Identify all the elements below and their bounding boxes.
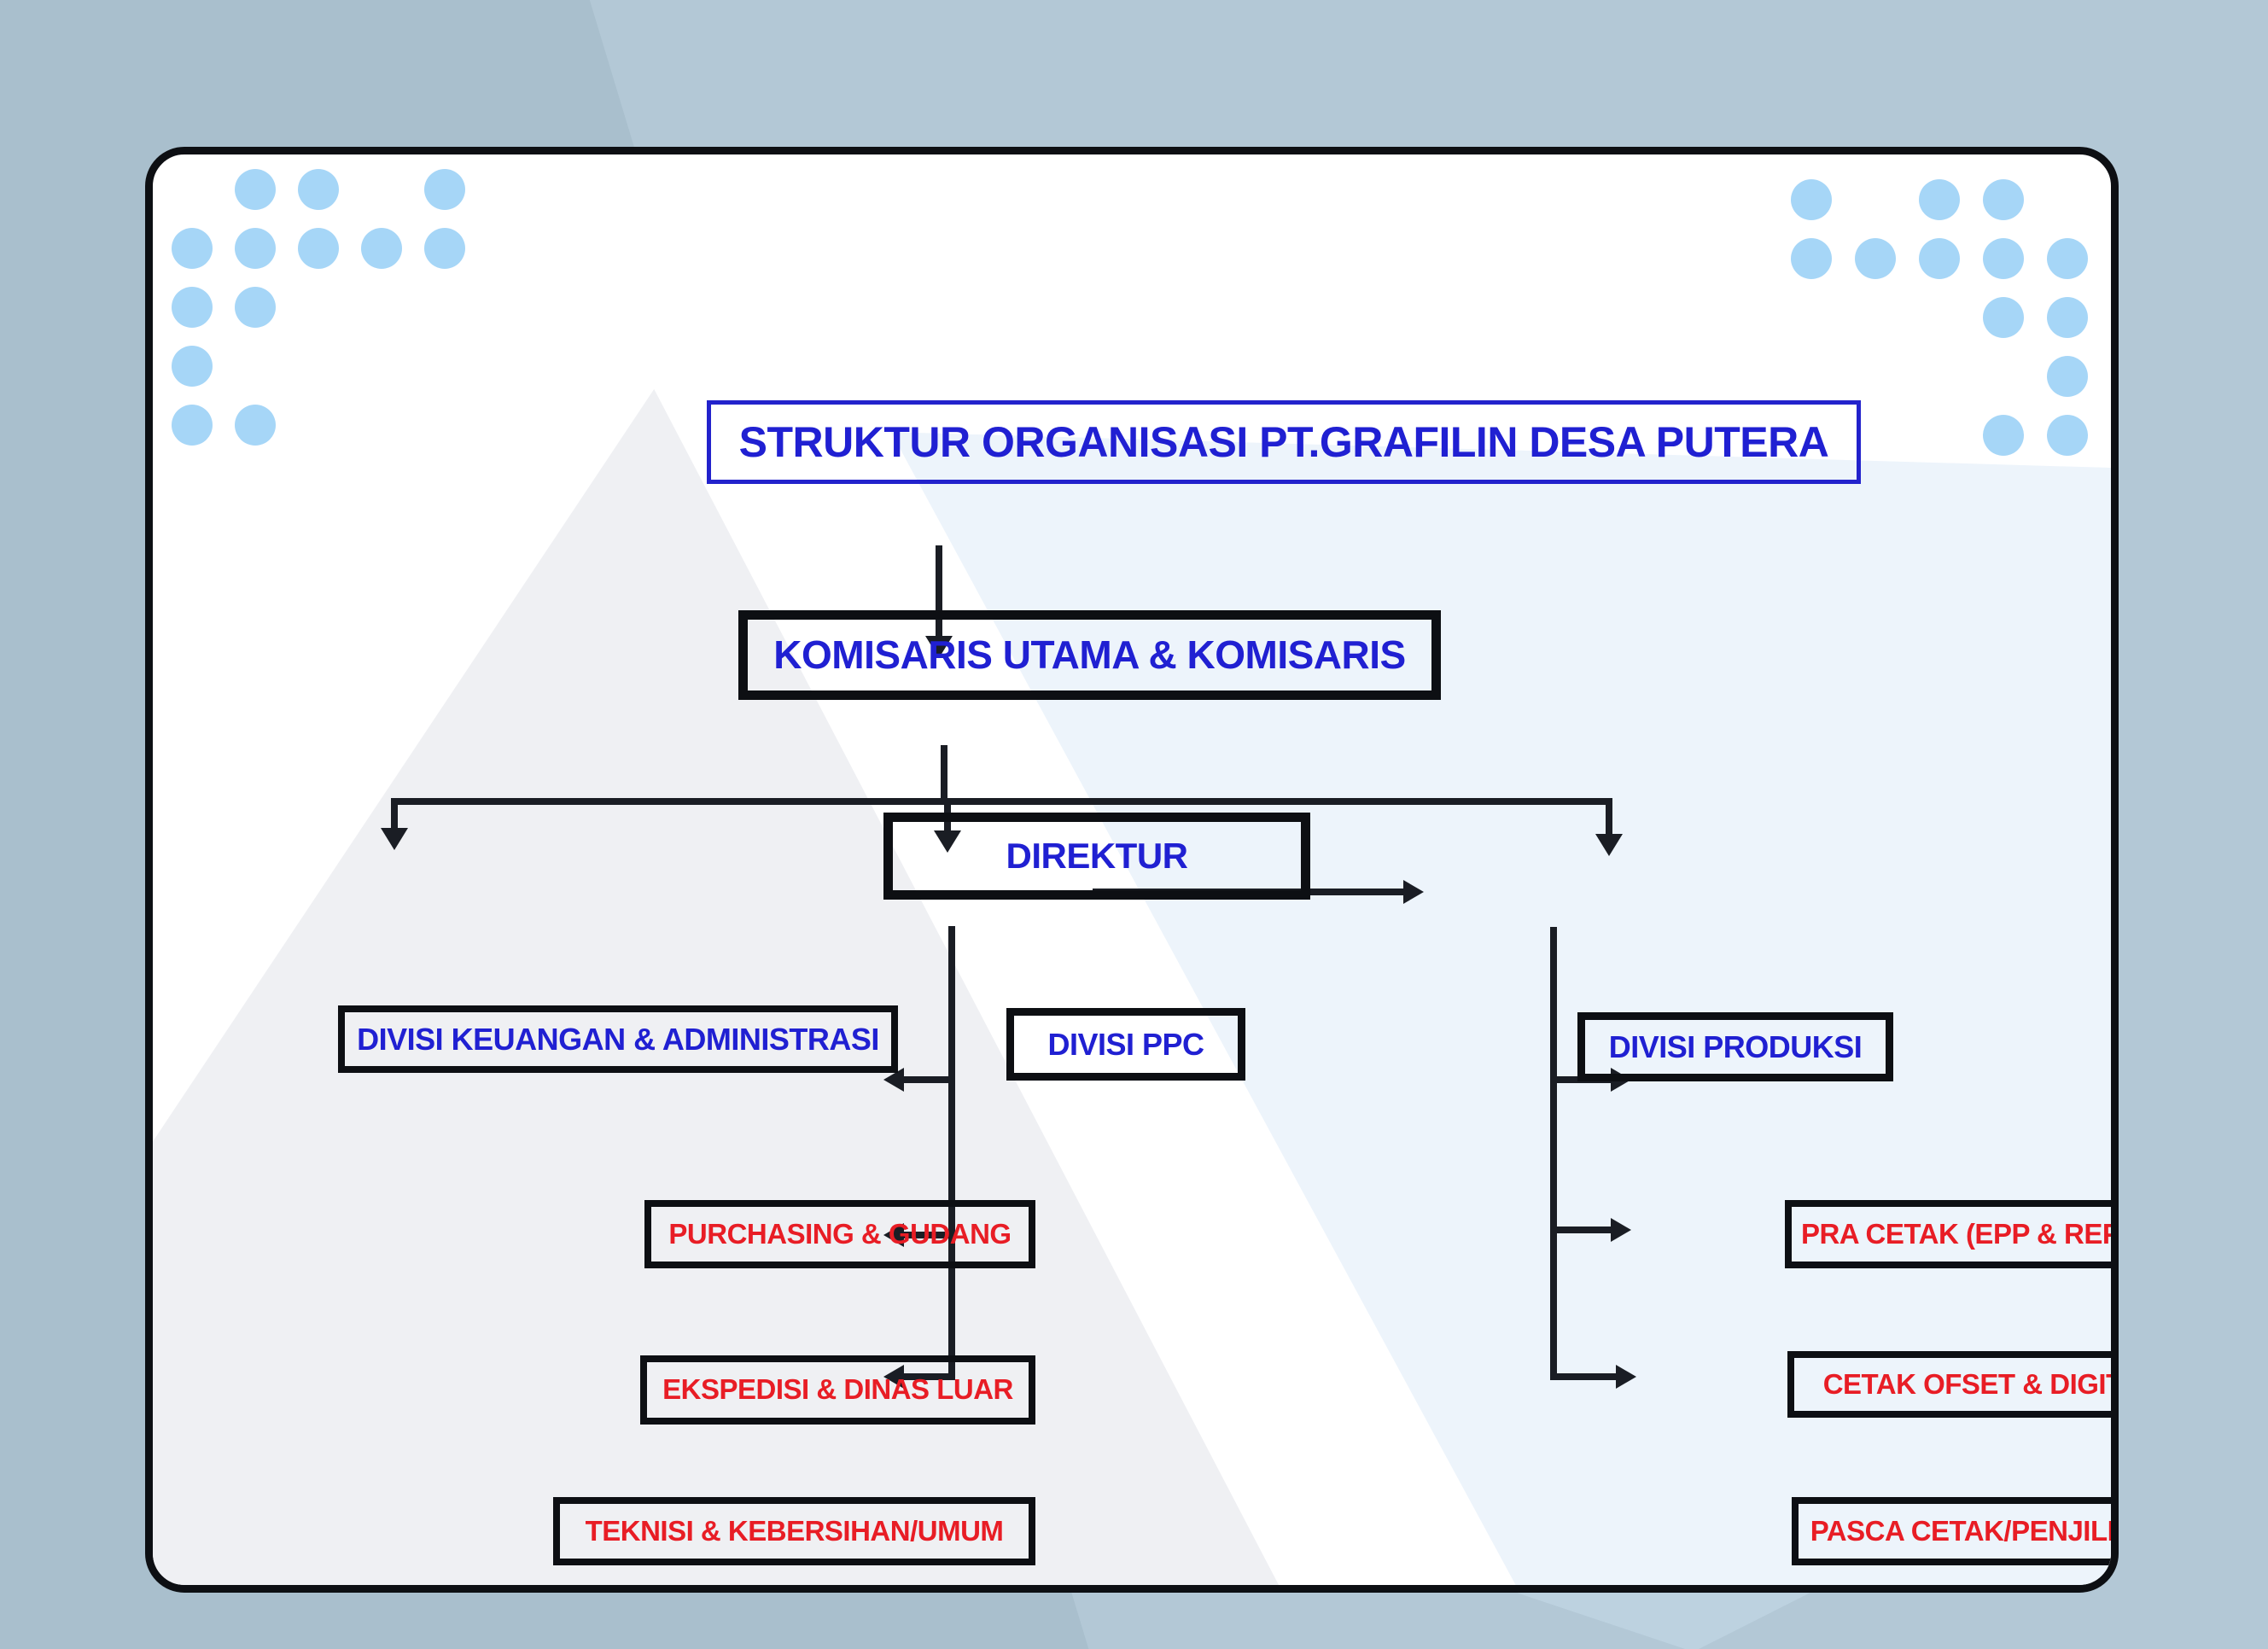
node-komisaris-utama: KOMISARIS UTAMA & KOMISARIS (738, 610, 1441, 700)
arrowhead-down-icon (381, 828, 408, 850)
node-label: DIVISI KEUANGAN & ADMINISTRASI (357, 1021, 879, 1057)
node-pra-cetak: PRA CETAK (EPP & REPRO/CTP (1785, 1200, 2111, 1268)
decorative-dot (1791, 179, 1832, 220)
node-label: KOMISARIS UTAMA & KOMISARIS (773, 632, 1406, 678)
decorative-dot (1919, 238, 1960, 279)
connector-elbow-purchasing (903, 1076, 952, 1083)
arrowhead-left-icon (883, 1223, 904, 1247)
connector-elbow-pasca-cetak (1554, 1373, 1618, 1380)
node-ekspedisi-dinas-luar: EKSPEDISI & DINAS LUAR (640, 1355, 1035, 1425)
node-label: PASCA CETAK/PENJILIDAN (1810, 1514, 2115, 1547)
decorative-dot (172, 405, 213, 446)
decorative-dot (2047, 238, 2088, 279)
decorative-dot (2047, 297, 2088, 338)
node-label: PURCHASING & GUDANG (668, 1217, 1012, 1250)
connector-komisaris-direktur (936, 545, 942, 638)
connector-direktur-stem (941, 745, 947, 805)
decorative-dot (172, 346, 213, 387)
node-divisi-produksi: DIVISI PRODUKSI (1577, 1012, 1893, 1081)
decorative-dot (424, 228, 465, 269)
decorative-dot (172, 287, 213, 328)
connector-elbow-cetak-ofset (1554, 1227, 1613, 1233)
page-title-text: STRUKTUR ORGANISASI PT.GRAFILIN DESA PUT… (738, 417, 1829, 466)
decorative-dot (1983, 238, 2024, 279)
node-divisi-keuangan: DIVISI KEUANGAN & ADMINISTRASI (338, 1005, 898, 1073)
node-purchasing-gudang: PURCHASING & GUDANG (644, 1200, 1035, 1268)
node-label: DIVISI PRODUKSI (1608, 1028, 1863, 1064)
arrowhead-down-icon (934, 830, 961, 853)
node-teknisi-kebersihan: TEKNISI & KEBERSIHAN/UMUM (553, 1497, 1035, 1565)
arrowhead-right-icon (1616, 1365, 1636, 1389)
decorative-dot (235, 405, 276, 446)
connector-ppc-trunk (948, 926, 955, 1380)
node-cetak-ofset-digital: CETAK OFSET & DIGITAL (1787, 1351, 2119, 1418)
arrowhead-right-icon (1611, 1218, 1631, 1242)
arrowhead-right-icon (1403, 880, 1424, 904)
node-label: TEKNISI & KEBERSIHAN/UMUM (585, 1514, 1004, 1547)
decorative-dot (1791, 238, 1832, 279)
node-label: DIVISI PPC (1047, 1026, 1204, 1062)
node-label: DIREKTUR (1006, 835, 1189, 876)
arrowhead-left-icon (883, 1365, 904, 1389)
decorative-dot (1855, 238, 1896, 279)
decorative-dots-top-right (1791, 179, 2088, 457)
decorative-dot (172, 228, 213, 269)
chart-card: STRUKTUR ORGANISASI PT.GRAFILIN DESA PUT… (145, 147, 2119, 1593)
arrowhead-down-icon (925, 636, 953, 658)
decorative-dot (235, 169, 276, 210)
decorative-dots-top-left (172, 169, 466, 446)
connector-elbow-teknisi (903, 1373, 952, 1380)
decorative-dot (2047, 415, 2088, 456)
node-direktur: DIREKTUR (883, 813, 1310, 900)
decorative-dot (1983, 179, 2024, 220)
decorative-dot (298, 169, 339, 210)
page-title: STRUKTUR ORGANISASI PT.GRAFILIN DESA PUT… (707, 400, 1861, 484)
decorative-dot (1919, 179, 1960, 220)
decorative-dot (424, 169, 465, 210)
node-label: CETAK OFSET & DIGITAL (1822, 1367, 2119, 1400)
connector-elbow-ekspedisi (903, 1232, 952, 1238)
node-pasca-cetak-penjilidan: PASCA CETAK/PENJILIDAN (1792, 1497, 2115, 1565)
node-divisi-ppc: DIVISI PPC (1006, 1008, 1245, 1081)
connector-drop-keuangan (391, 798, 398, 830)
decorative-dot (235, 228, 276, 269)
connector-drop-produksi (1606, 798, 1612, 836)
decorative-dot (1983, 415, 2024, 456)
decorative-dot (2047, 356, 2088, 397)
decorative-dot (1983, 297, 2024, 338)
connector-produksi-trunk (1550, 927, 1557, 1380)
decorative-dot (235, 287, 276, 328)
decorative-dot (361, 228, 402, 269)
connector-direktur-crossbar (391, 798, 1612, 805)
arrowhead-down-icon (1595, 834, 1623, 856)
decorative-dot (298, 228, 339, 269)
node-label: EKSPEDISI & DINAS LUAR (662, 1373, 1013, 1406)
node-label: PRA CETAK (EPP & REPRO/CTP (1800, 1217, 2111, 1250)
